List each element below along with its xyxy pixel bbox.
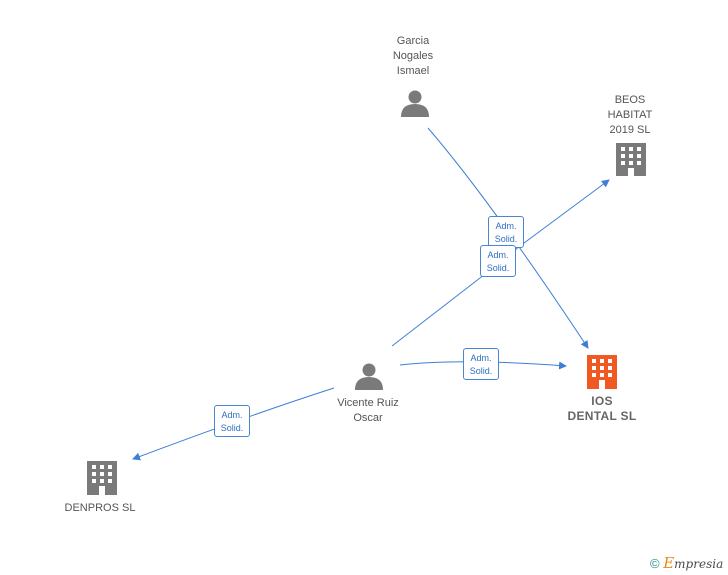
- node-label-line: Oscar: [353, 412, 383, 424]
- person-icon: [355, 363, 383, 390]
- building-icon-focus: [587, 355, 617, 389]
- building-icon: [616, 143, 646, 176]
- node-denpros[interactable]: DENPROS SL: [55, 501, 145, 516]
- node-ios-dental[interactable]: IOS DENTAL SL: [556, 394, 648, 424]
- node-vicente-ruiz-oscar[interactable]: Vicente Ruiz Oscar: [318, 396, 418, 426]
- node-label-line: IOS: [591, 394, 613, 408]
- edge-vicente-beos: [391, 180, 609, 347]
- copyright-icon: ©: [650, 556, 660, 571]
- brand-footer: © Empresia: [650, 554, 723, 572]
- edge-label-line: Solid.: [486, 263, 510, 273]
- edge-label-line: Solid.: [469, 366, 493, 376]
- node-beos-habitat[interactable]: BEOS HABITAT 2019 SL: [590, 93, 670, 138]
- node-label-line: Ismael: [396, 65, 430, 77]
- node-label-line: Garcia: [396, 35, 430, 47]
- edge-label-line: Solid.: [220, 423, 244, 433]
- building-icon: [87, 461, 117, 495]
- node-label-line: HABITAT: [607, 109, 653, 121]
- node-label-line: Nogales: [392, 50, 434, 62]
- brand-initial: E: [663, 554, 675, 572]
- node-label-line: 2019 SL: [609, 124, 651, 136]
- brand-logo: Empresia: [663, 554, 724, 572]
- edge-label-line: Adm.: [487, 250, 509, 260]
- edge-label-line: Adm.: [495, 221, 517, 231]
- edge-label-line: Adm.: [470, 353, 492, 363]
- edge-label-vicente-denpros[interactable]: Adm. Solid.: [214, 405, 250, 437]
- edge-label-line: Adm.: [221, 410, 243, 420]
- node-garcia-nogales-ismael[interactable]: Garcia Nogales Ismael: [373, 34, 453, 79]
- brand-name: mpresia: [674, 557, 724, 571]
- node-label-line: Vicente Ruiz: [337, 397, 399, 409]
- edge-label-line: Solid.: [494, 234, 518, 244]
- edge-label-vicente-ios[interactable]: Adm. Solid.: [463, 348, 499, 380]
- node-label-line: DENTAL SL: [567, 409, 637, 423]
- node-label-line: BEOS: [614, 94, 646, 106]
- node-label-line: DENPROS SL: [64, 502, 136, 514]
- person-icon: [401, 90, 429, 117]
- edge-label-garcia-ios[interactable]: Adm. Solid.: [488, 216, 524, 248]
- edge-label-vicente-beos[interactable]: Adm. Solid.: [480, 245, 516, 277]
